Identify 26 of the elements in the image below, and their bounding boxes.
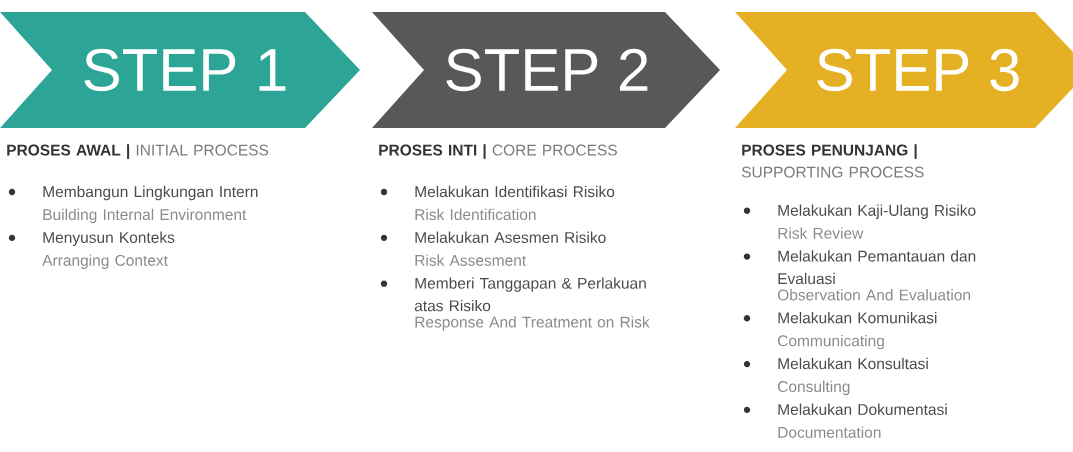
list-item: Communicating: [778, 334, 884, 350]
list-item: Arranging Context: [42, 254, 168, 269]
list-item: Consulting: [778, 380, 850, 396]
list-item: Risk Review: [778, 227, 864, 239]
step-label: STEP 2: [446, 48, 648, 92]
step-label: STEP 1: [84, 48, 286, 92]
list-item: Melakukan Konsultasi: [778, 357, 928, 370]
list-item: Membangun Lingkungan Intern: [43, 185, 258, 201]
section-heading: PROSES INTI | CORE PROCESS: [379, 144, 617, 159]
section-heading: PROSES PENUNJANG | SUPPORTING PROCESS: [741, 144, 924, 178]
list-item: Melakukan Asesmen Risiko: [415, 231, 606, 243]
list-item: Memberi Tanggapan & Perlakuan atas Risiko: [414, 277, 646, 312]
list-item: Response And Treatment on Risk: [415, 316, 650, 331]
list-item: Documentation: [778, 426, 881, 438]
list-item: Melakukan Kaji-Ulang Risiko: [778, 204, 976, 219]
list-item: Melakukan Pemantauan dan Evaluasi: [778, 250, 976, 285]
list-item: Building Internal Environment: [43, 208, 247, 224]
list-item: Melakukan Komunikasi: [778, 312, 937, 324]
list-item: Menyusun Konteks: [43, 231, 175, 247]
list-item: Risk Identification: [415, 208, 536, 221]
list-item: Observation And Evaluation: [777, 289, 970, 301]
list-item: Risk Assesment: [415, 254, 527, 266]
section-heading: PROSES AWAL | INITIAL PROCESS: [7, 144, 269, 159]
step-label: STEP 3: [817, 48, 1019, 92]
list-item: Melakukan Dokumentasi: [778, 403, 947, 415]
list-item: Melakukan Identifikasi Risiko: [415, 185, 615, 198]
